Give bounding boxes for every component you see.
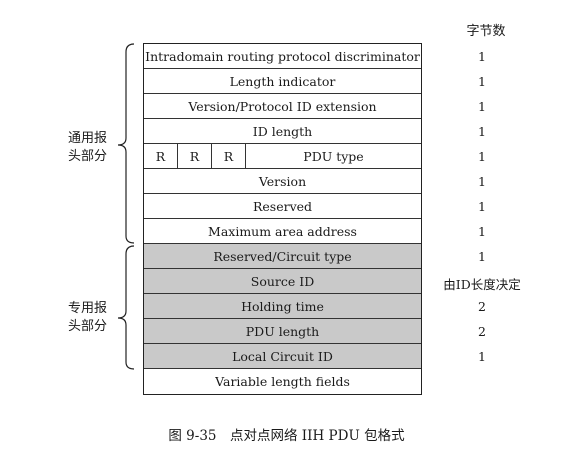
pdu-field-table: Intradomain routing protocol discriminat… — [143, 43, 422, 395]
group-label-line: 通用报 — [68, 131, 108, 146]
field-label: PDU length — [245, 323, 320, 339]
reserved-bit-cell: R — [144, 144, 178, 168]
byte-count: 1 — [478, 174, 486, 189]
byte-count: 2 — [478, 324, 486, 339]
reserved-bit-cell: R — [212, 144, 246, 168]
field-row-pdu-type: R R R PDU type — [144, 144, 421, 169]
field-row: Source ID — [144, 269, 421, 294]
group-label-line: 头部分 — [68, 149, 108, 164]
field-label: Reserved/Circuit type — [213, 248, 352, 264]
common-header-label: 通用报 头部分 — [68, 130, 107, 166]
specific-header-label: 专用报 头部分 — [68, 300, 107, 336]
field-label: Reserved — [252, 198, 313, 214]
group-label-line: 头部分 — [68, 319, 108, 334]
byte-count: 1 — [478, 49, 486, 64]
field-row: Intradomain routing protocol discriminat… — [144, 44, 421, 69]
field-label: Holding time — [241, 298, 324, 314]
field-row: Holding time — [144, 294, 421, 319]
byte-count: 1 — [478, 199, 486, 214]
field-label: Length indicator — [229, 73, 336, 89]
field-label: PDU type — [303, 148, 364, 164]
byte-count: 1 — [478, 349, 486, 364]
byte-count: 2 — [478, 299, 486, 314]
field-label: ID length — [252, 123, 313, 139]
byte-count: 1 — [478, 149, 486, 164]
field-row: PDU length — [144, 319, 421, 344]
byte-count: 1 — [478, 74, 486, 89]
figure-caption: 图 9-35 点对点网络 IIH PDU 包格式 — [168, 428, 405, 444]
field-row: Reserved — [144, 194, 421, 219]
field-row: Version/Protocol ID extension — [144, 94, 421, 119]
group-label-line: 专用报 — [68, 301, 108, 316]
field-label: Intradomain routing protocol discriminat… — [145, 48, 420, 64]
field-row: Maximum area address — [144, 219, 421, 244]
specific-header-bracket — [117, 245, 135, 370]
bytes-column-header: 字节数 — [466, 24, 506, 39]
byte-count: 1 — [478, 124, 486, 139]
field-label: Variable length fields — [215, 374, 350, 389]
byte-count: 1 — [478, 99, 486, 114]
byte-count: 由ID长度决定 — [443, 277, 521, 292]
byte-count: 1 — [478, 249, 486, 264]
field-row: Reserved/Circuit type — [144, 244, 421, 269]
field-row: ID length — [144, 119, 421, 144]
field-label: Version/Protocol ID extension — [188, 98, 377, 114]
byte-count: 1 — [478, 224, 486, 239]
field-row: Variable length fields — [144, 369, 421, 394]
field-row: Version — [144, 169, 421, 194]
field-label: Source ID — [250, 273, 315, 289]
field-row: Length indicator — [144, 69, 421, 94]
field-label: Local Circuit ID — [232, 348, 333, 364]
reserved-bit-cell: R — [178, 144, 212, 168]
field-row: Local Circuit ID — [144, 344, 421, 369]
field-label: Maximum area address — [208, 223, 357, 239]
common-header-bracket — [117, 43, 135, 244]
field-label: Version — [258, 173, 307, 189]
